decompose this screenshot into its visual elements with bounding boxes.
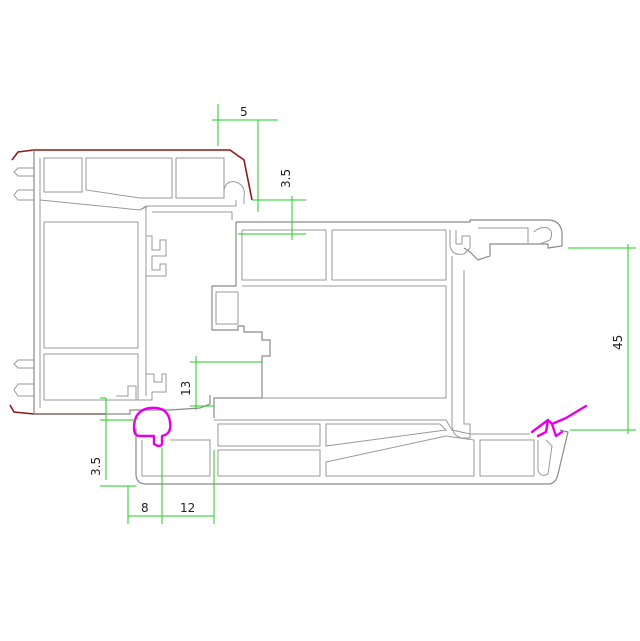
sash-chamber-large xyxy=(43,221,139,349)
sash-center-web xyxy=(139,205,233,396)
frame-hook xyxy=(449,230,471,255)
frame-bottom-left-chamber xyxy=(141,439,211,477)
dim-label-bottom-width-a: 8 xyxy=(141,501,149,515)
dim-label-mid-height: 13 xyxy=(179,381,193,396)
dim-line-mid-height xyxy=(190,356,262,410)
sash-chamber xyxy=(175,157,225,199)
bottom-left-seal xyxy=(132,406,172,448)
dim-label-bottom-left-height: 3.5 xyxy=(89,457,103,476)
frame-bottom-right-hook xyxy=(537,439,553,476)
bead-notch-bottom xyxy=(116,373,167,401)
frame-bottom-chamber xyxy=(217,423,321,447)
sash-hook-curve xyxy=(223,181,245,204)
top-cover-strip xyxy=(11,149,253,201)
frame-left-wall xyxy=(211,222,271,418)
left-hook-bottom xyxy=(13,383,34,397)
dim-label-top-width: 5 xyxy=(240,105,248,119)
frame-main-chamber xyxy=(242,285,447,399)
left-hook-mid xyxy=(13,189,34,201)
dim-line-bottom-widths xyxy=(127,448,215,524)
bottom-cover-strip xyxy=(9,404,106,415)
frame-outline xyxy=(236,219,563,261)
frame-bottom-slant-chamber xyxy=(325,435,475,477)
sash-profile xyxy=(9,149,253,415)
left-hook-lower xyxy=(13,359,34,369)
dim-label-top-height: 3.5 xyxy=(279,169,293,188)
frame-chamber xyxy=(241,229,327,281)
dim-line-right-height xyxy=(568,244,636,434)
frame-top-lip xyxy=(478,227,553,245)
frame-chamber xyxy=(331,229,447,281)
frame-bottom-outline xyxy=(135,428,569,485)
dim-line-top-width xyxy=(212,104,278,212)
sash-chamber-slant xyxy=(85,157,173,199)
left-hook-top xyxy=(13,167,34,177)
frame-bottom-inner xyxy=(214,419,530,435)
frame-bottom-chamber xyxy=(479,439,535,477)
dim-label-bottom-width-b: 12 xyxy=(180,501,195,515)
dimensions: 5 3.5 45 13 3.5 8 12 xyxy=(89,104,636,524)
right-glazing-seal xyxy=(530,404,588,438)
frame-right-wall xyxy=(451,256,471,439)
frame-small-chamber xyxy=(215,291,239,325)
frame-profile xyxy=(135,219,569,485)
frame-bottom-chamber xyxy=(217,449,321,477)
sash-top-rail xyxy=(39,199,237,211)
frame-bottom-slant-chamber xyxy=(325,423,448,447)
sash-chamber xyxy=(43,157,83,193)
bead-notch-top xyxy=(146,235,167,277)
dim-line-top-height xyxy=(238,196,306,240)
sash-chamber xyxy=(43,353,139,401)
dim-line-bottom-left-height xyxy=(100,397,136,487)
sash-outline xyxy=(33,150,211,415)
dim-label-right-height: 45 xyxy=(611,335,625,350)
seals xyxy=(132,404,588,448)
